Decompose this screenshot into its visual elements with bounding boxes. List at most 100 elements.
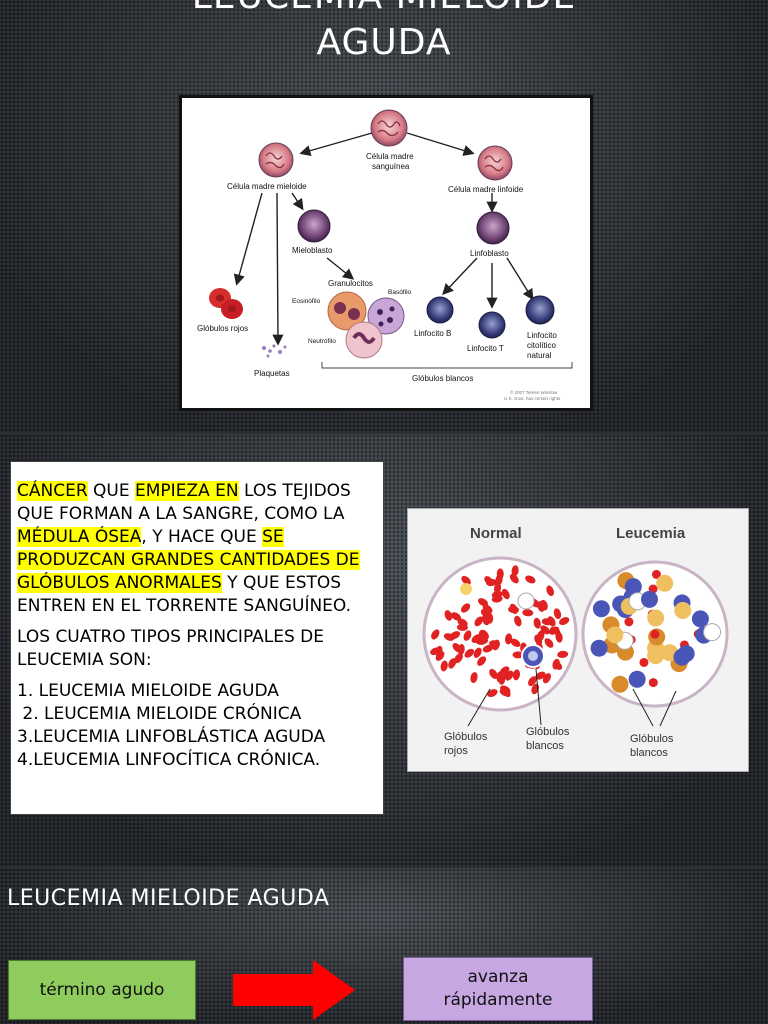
red-cell-mark (501, 588, 510, 600)
myeloid-stem-cell (258, 142, 294, 178)
text-fragment: Y QUE ESTOS ENTREN EN EL TORRENTE SANGUÍ… (17, 573, 352, 616)
red-cell-mark (463, 630, 472, 641)
label-white-cells-2: blancos (526, 740, 564, 752)
advances-fast-box: avanza rápidamente (403, 957, 593, 1021)
red-cell-mark (486, 579, 497, 587)
types-intro: LOS CUATRO TIPOS PRINCIPALES DE LEUCEMIA… (17, 627, 324, 670)
copyright: © 2007 Terese Winslow (510, 389, 558, 395)
red-cell-mark (489, 640, 500, 648)
red-cell-mark (491, 590, 503, 599)
red-cell-mark (535, 671, 546, 680)
myeloblast-cell (297, 209, 331, 243)
red-cell-mark (448, 658, 457, 669)
box-line-2: rápidamente (443, 990, 553, 1010)
red-cell-mark (505, 633, 513, 645)
label-normal: Normal (470, 525, 522, 542)
stem-cell (370, 109, 408, 147)
label-nk-3: natural (527, 351, 552, 360)
red-cell-mark (461, 575, 471, 585)
label-b-cell: Linfocito B (414, 329, 451, 338)
red-cell-mark (512, 669, 520, 681)
red-cell-mark (464, 648, 475, 658)
red-cell-mark (460, 603, 471, 613)
label-platelets: Plaquetas (254, 369, 290, 378)
platelets-cells (262, 344, 287, 358)
leukemia-cell-mark (647, 647, 665, 665)
b-cell (426, 296, 454, 324)
label-lymphoid: Célula madre linfoide (448, 185, 524, 194)
red-cell-mark (559, 617, 570, 626)
red-cell-mark (511, 565, 519, 577)
red-cell-mark (457, 644, 465, 655)
copyright-2: U.S. Govt. has certain rights (504, 396, 561, 401)
basophil-cell (367, 297, 405, 335)
red-cell-mark (450, 612, 461, 621)
label-myeloblast: Mieloblasto (292, 246, 333, 255)
red-cell-mark (456, 623, 468, 631)
red-cell-mark (510, 638, 521, 648)
leukemia-cell-mark (640, 590, 658, 608)
text-fragment: LOS TEJIDOS QUE FORMAN A LA SANGRE, COMO… (17, 481, 351, 524)
leukemia-types-list: 1. LEUCEMIA MIELOIDE AGUDA 2. LEUCEMIA M… (17, 680, 377, 772)
leukemia-cell-mark (624, 578, 642, 596)
label-eosinophil: Eosinófilo (292, 298, 321, 305)
leukemia-cell-mark (650, 629, 660, 639)
leukemia-cell-mark (674, 602, 692, 620)
red-cell-mark (444, 610, 453, 621)
red-cell-mark (487, 689, 498, 698)
highlight-medula: MÉDULA ÓSEA (17, 527, 142, 547)
red-cell-mark (528, 676, 537, 687)
red-cell-mark (474, 616, 484, 627)
text-fragment: QUE (87, 481, 136, 501)
title-line-1: LEUCEMIA MIELOIDE (0, 0, 768, 20)
red-cell-mark (552, 660, 563, 670)
list-item: 3.LEUCEMIA LINFOBLÁSTICA AGUDA (17, 727, 326, 747)
label-lymphoblast: Linfoblasto (470, 249, 509, 258)
leukemia-blood-circle (581, 560, 729, 708)
red-cell-mark (470, 672, 478, 683)
list-item: 1. LEUCEMIA MIELOIDE AGUDA (17, 681, 279, 701)
red-cell-mark (477, 598, 489, 607)
lymphoblast-cell (476, 211, 510, 245)
red-cell-mark (544, 638, 554, 648)
red-cell-mark (482, 604, 493, 614)
leukemia-cell-mark (673, 648, 691, 666)
leukemia-cell-mark (648, 678, 658, 688)
label-nk-2: citolítico (527, 341, 556, 350)
leukemia-cell-mark (606, 626, 624, 644)
title-line-2: AGUDA (316, 22, 452, 63)
normal-vs-leukemia-illustration: Normal Leucemia Glóbul (407, 508, 749, 772)
hematopoiesis-diagram: Célula madre sanguínea Célula madre miel… (179, 95, 593, 411)
right-arrow-icon (233, 960, 355, 1020)
red-cell-mark (496, 671, 504, 683)
red-cell-mark (449, 631, 461, 640)
leukemia-cell-mark (628, 670, 646, 688)
red-cell-mark (477, 637, 489, 645)
text-fragment: , Y HACE QUE (141, 527, 263, 547)
eosinophil-cell (327, 291, 367, 331)
red-cell-mark (549, 626, 561, 635)
red-cell-mark (431, 629, 440, 640)
slide-3-title: LEUCEMIA MIELOIDE AGUDA (7, 886, 330, 911)
red-cell-mark (494, 582, 502, 594)
red-cell-mark (482, 644, 494, 653)
neutrophil-cell (345, 321, 383, 359)
label-red-cells-2: rojos (444, 745, 468, 757)
red-cell-mark (501, 672, 513, 680)
nk-cell (525, 295, 555, 325)
red-cell-mark (514, 615, 522, 627)
definition-paragraph: CÁNCER QUE EMPIEZA EN LOS TEJIDOS QUE FO… (17, 480, 377, 618)
red-cell-mark (553, 608, 562, 620)
slide-2: CÁNCER QUE EMPIEZA EN LOS TEJIDOS QUE FO… (0, 434, 768, 866)
label-red-cells-1: Glóbulos (444, 731, 488, 743)
t-cell (478, 311, 506, 339)
leukemia-cell-mark (656, 574, 674, 592)
red-cell-mark (525, 575, 536, 584)
term-acute-box: término agudo (8, 960, 196, 1020)
slide-1: LEUCEMIA MIELOIDE AGUDA (0, 0, 768, 432)
red-cell-mark (489, 668, 498, 679)
red-cell-mark (440, 660, 448, 672)
red-cell-mark (477, 656, 487, 666)
red-cell-mark (540, 599, 548, 611)
red-cell-mark (546, 585, 555, 597)
